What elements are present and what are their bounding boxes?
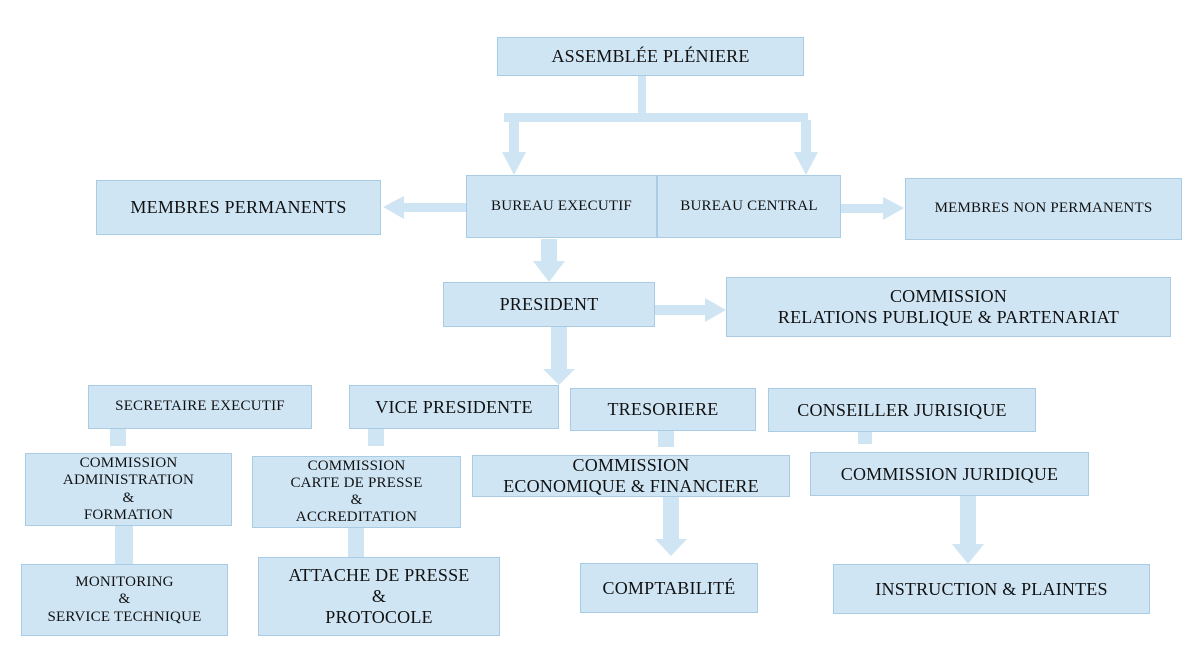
connector-to-bureau-central xyxy=(801,120,811,154)
arrow-to-membres-permanents xyxy=(383,196,404,219)
connector-eco-to-comptabilite xyxy=(663,497,679,541)
connector-to-commission-relations xyxy=(655,305,707,315)
connector-admin-to-monitoring xyxy=(115,526,133,564)
connector-assemblee-stem xyxy=(638,76,646,116)
arrow-to-membres-non-permanents xyxy=(883,197,904,220)
node-commission-administration: COMMISSION ADMINISTRATION & FORMATION xyxy=(25,453,232,526)
connector-conseiller-to-juridique xyxy=(858,432,872,444)
node-comptabilite: COMPTABILITÉ xyxy=(580,563,758,613)
connector-secretaire-to-admin xyxy=(110,428,126,446)
connector-to-president xyxy=(541,239,557,263)
arrow-to-bureau-executif xyxy=(502,152,526,175)
node-secretaire-executif: SECRETAIRE EXECUTIF xyxy=(88,385,312,429)
arrow-to-comptabilite xyxy=(655,539,687,556)
node-attache-presse: ATTACHE DE PRESSE & PROTOCOLE xyxy=(258,557,500,636)
node-conseiller-juridique: CONSEILLER JURISIQUE xyxy=(768,388,1036,432)
connector-split-bar xyxy=(504,113,808,122)
arrow-to-president xyxy=(533,261,565,282)
node-instruction-plaintes: INSTRUCTION & PLAINTES xyxy=(833,564,1150,614)
connector-juridique-to-instruction xyxy=(960,496,976,546)
node-president: PRESIDENT xyxy=(443,282,655,327)
node-membres-permanents: MEMBRES PERMANENTS xyxy=(96,180,381,235)
node-monitoring: MONITORING & SERVICE TECHNIQUE xyxy=(21,564,228,636)
connector-to-bureau-executif xyxy=(509,120,519,154)
connector-vice-to-carte xyxy=(368,428,384,446)
node-bureau-central: BUREAU CENTRAL xyxy=(657,175,841,238)
node-commission-juridique: COMMISSION JURIDIQUE xyxy=(810,452,1089,496)
node-commission-relations: COMMISSION RELATIONS PUBLIQUE & PARTENAR… xyxy=(726,277,1171,337)
node-commission-economique: COMMISSION ECONOMIQUE & FINANCIERE xyxy=(472,455,790,497)
node-vice-president: VICE PRESIDENTE xyxy=(349,385,559,429)
node-tresoriere: TRESORIERE xyxy=(570,388,756,431)
connector-to-membres-non-permanents xyxy=(841,204,885,213)
connector-to-vice-president xyxy=(551,327,567,371)
connector-to-membres-permanents xyxy=(402,203,466,212)
node-membres-non-permanents: MEMBRES NON PERMANENTS xyxy=(905,178,1182,240)
connector-tresoriere-to-eco xyxy=(658,431,674,447)
node-bureau-executif: BUREAU EXECUTIF xyxy=(466,175,657,238)
node-commission-carte-presse: COMMISSION CARTE DE PRESSE & ACCREDITATI… xyxy=(252,456,461,528)
arrow-to-instruction xyxy=(952,544,984,564)
node-assemblee-pleniere: ASSEMBLÉE PLÉNIERE xyxy=(497,37,804,76)
arrow-to-commission-relations xyxy=(705,298,726,322)
arrow-to-bureau-central xyxy=(794,152,818,175)
connector-carte-to-attache xyxy=(348,528,364,558)
arrow-to-vice-president xyxy=(543,369,575,385)
